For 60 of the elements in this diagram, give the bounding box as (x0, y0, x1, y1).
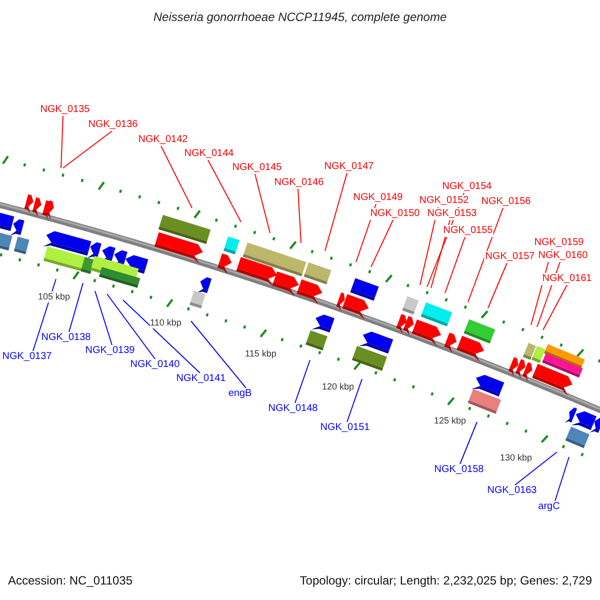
gene-label: engB (227, 388, 253, 400)
leader-line (298, 188, 302, 244)
leader-line (254, 174, 270, 234)
leader-line (514, 452, 558, 486)
gene-label: NGK_0152 (418, 195, 470, 207)
gene-label: NGK_0163 (486, 485, 538, 497)
leader-line (208, 160, 242, 222)
gene-label: NGK_0144 (183, 148, 235, 160)
scale-label: 105 kbp (38, 292, 70, 302)
gene-label: NGK_0153 (426, 208, 478, 220)
gene-label: NGK_0138 (40, 332, 92, 344)
scale-label: 110 kbp (150, 318, 182, 328)
gene-label: NGK_0155 (442, 225, 494, 237)
gene-label: NGK_0139 (84, 345, 136, 357)
leader-line (60, 116, 64, 168)
gene-label: NGK_0157 (484, 251, 536, 263)
leader-line (324, 172, 348, 252)
leader-line (370, 220, 394, 268)
leader-line (94, 290, 112, 346)
leader-line (554, 456, 570, 502)
leader-line (468, 208, 504, 302)
scale-label: 125 kbp (434, 416, 466, 426)
gene-label: NGK_0141 (175, 373, 227, 385)
gene-label: NGK_0148 (267, 403, 319, 415)
leader-line (122, 300, 200, 374)
leader-line (68, 282, 84, 332)
gene-label: NGK_0137 (1, 351, 53, 363)
leader-line (460, 422, 478, 464)
gene-label: NGK_0154 (441, 181, 493, 193)
scale-label: 130 kbp (500, 452, 532, 464)
scale-label: 120 kbp (322, 382, 354, 392)
footer-text: Accession: NC_011035 (8, 574, 133, 588)
gene-label: NGK_0142 (137, 134, 189, 146)
leader-line (294, 360, 310, 404)
leader-line (542, 284, 568, 330)
gene-label: NGK_0149 (352, 192, 404, 204)
gene-label: argC (537, 501, 561, 513)
gene-label: NGK_0159 (533, 237, 585, 249)
gene-label: NGK_0147 (323, 161, 375, 173)
gene-label: NGK_0145 (231, 162, 283, 174)
gene-label: NGK_0140 (129, 359, 181, 371)
leader-line (106, 294, 156, 360)
gene-label: NGK_0151 (319, 422, 371, 434)
leader-line (444, 236, 466, 294)
gene-label: NGK_0158 (433, 464, 485, 476)
gene-label: NGK_0135 (39, 104, 91, 116)
diagram-title: Neisseria gonorrhoeae NCCP11945, complete genome (153, 9, 447, 25)
gene-label: NGK_0146 (273, 177, 325, 189)
leader-line (190, 320, 246, 388)
footer-text: Topology: circular; Length: 2,232,025 bp; Genes: 2,729 (300, 574, 592, 588)
leader-line (346, 378, 362, 422)
leader-line (488, 262, 508, 308)
gene-label: NGK_0160 (537, 250, 589, 262)
gene-label: NGK_0136 (87, 119, 139, 131)
leader-line (160, 146, 192, 208)
scale-label: 115 kbp (245, 348, 276, 360)
gene-label: NGK_0156 (480, 196, 532, 208)
gene-label: NGK_0150 (369, 208, 421, 220)
leader-line (62, 130, 112, 168)
gene-label: NGK_0161 (541, 273, 593, 285)
